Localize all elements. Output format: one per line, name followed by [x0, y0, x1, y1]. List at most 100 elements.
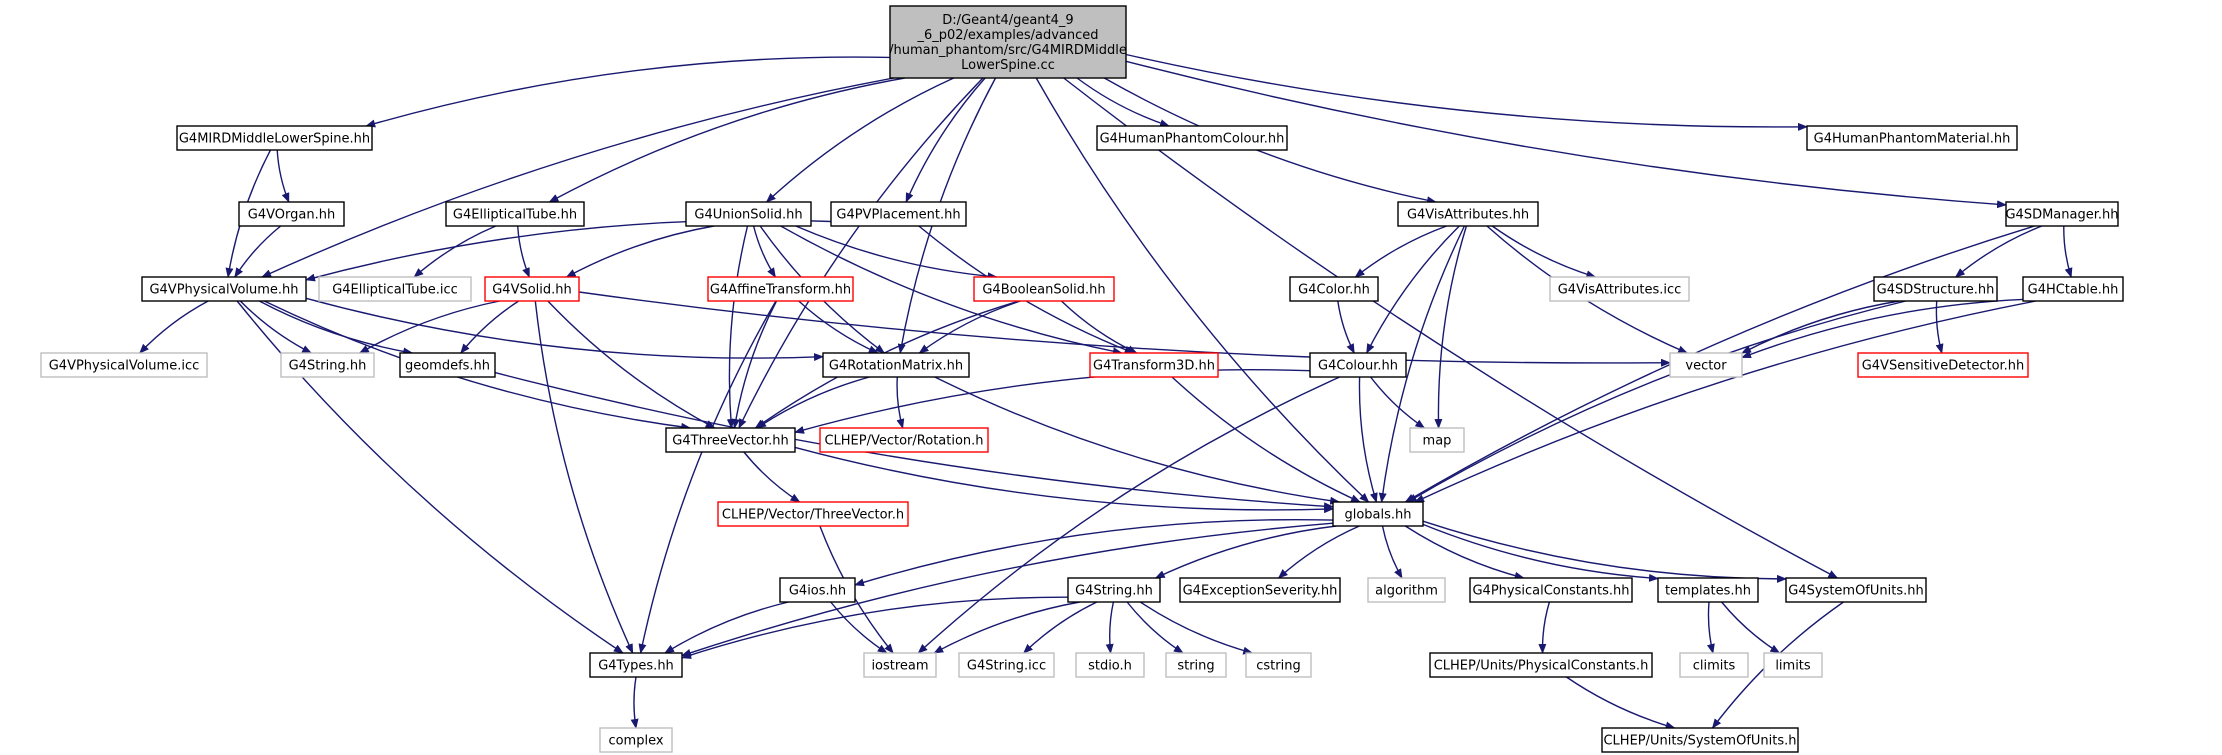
node-box[interactable]: [1429, 652, 1653, 678]
node-box[interactable]: [707, 276, 854, 302]
graph-node-ios[interactable]: G4ios.hh: [779, 577, 856, 603]
node-box[interactable]: [399, 352, 496, 378]
graph-node-geomdefs[interactable]: geomdefs.hh: [399, 352, 496, 378]
node-box[interactable]: [1397, 201, 1539, 227]
node-box[interactable]: [1409, 427, 1465, 453]
graph-node-colour[interactable]: G4Colour.hh: [1309, 352, 1407, 378]
node-box[interactable]: [40, 352, 208, 378]
graph-node-iostream[interactable]: iostream: [863, 652, 937, 678]
graph-node-g4string-icc[interactable]: G4String.icc: [958, 652, 1055, 678]
node-box[interactable]: [665, 427, 796, 453]
node-box[interactable]: [2005, 201, 2119, 227]
graph-node-elltube[interactable]: G4EllipticalTube.hh: [445, 201, 585, 227]
node-box[interactable]: [1679, 652, 1749, 678]
node-box[interactable]: [1806, 125, 2018, 151]
node-box[interactable]: [863, 652, 937, 678]
node-box[interactable]: [599, 727, 673, 753]
graph-node-sdmgr[interactable]: G4SDManager.hh: [2005, 201, 2119, 227]
node-box[interactable]: [1245, 652, 1312, 678]
node-box[interactable]: [717, 501, 909, 527]
graph-node-climits[interactable]: climits: [1679, 652, 1749, 678]
graph-node-rotmat[interactable]: G4RotationMatrix.hh: [822, 352, 970, 378]
graph-node-sysunits[interactable]: G4SystemOfUnits.hh: [1785, 577, 1927, 603]
graph-node-threevector-h[interactable]: CLHEP/Vector/ThreeVector.h: [717, 501, 909, 527]
graph-node-algorithm[interactable]: algorithm: [1367, 577, 1446, 603]
graph-node-pvplace[interactable]: G4PVPlacement.hh: [830, 201, 967, 227]
node-box[interactable]: [484, 276, 580, 302]
node-box[interactable]: [238, 201, 345, 227]
graph-node-visattr[interactable]: G4VisAttributes.hh: [1397, 201, 1539, 227]
node-box[interactable]: [1367, 577, 1446, 603]
node-box[interactable]: [1669, 352, 1743, 378]
node-box[interactable]: [589, 652, 683, 678]
node-box[interactable]: [176, 125, 373, 151]
graph-node-elltube-icc[interactable]: G4EllipticalTube.icc: [318, 276, 472, 302]
node-box[interactable]: [1179, 577, 1341, 603]
node-box[interactable]: [1857, 352, 2029, 378]
graph-node-boolean[interactable]: G4BooleanSolid.hh: [973, 276, 1115, 302]
graph-node-cstring[interactable]: cstring: [1245, 652, 1312, 678]
node-box[interactable]: [1549, 276, 1690, 302]
graph-node-visattr-icc[interactable]: G4VisAttributes.icc: [1549, 276, 1690, 302]
graph-node-complex[interactable]: complex: [599, 727, 673, 753]
node-box[interactable]: [779, 577, 856, 603]
node-box[interactable]: [445, 201, 585, 227]
node-box[interactable]: [1309, 352, 1407, 378]
graph-node-map[interactable]: map: [1409, 427, 1465, 453]
node-box[interactable]: [1601, 727, 1799, 753]
graph-node-string[interactable]: string: [1165, 652, 1227, 678]
node-box[interactable]: [1469, 577, 1633, 603]
graph-node-threevec[interactable]: G4ThreeVector.hh: [665, 427, 796, 453]
graph-node-templates[interactable]: templates.hh: [1657, 577, 1759, 603]
graph-node-color[interactable]: G4Color.hh: [1289, 276, 1379, 302]
graph-node-globals[interactable]: globals.hh: [1332, 501, 1424, 527]
node-box[interactable]: [973, 276, 1115, 302]
node-box[interactable]: [1096, 125, 1288, 151]
graph-node-g4string2[interactable]: G4String.hh: [1067, 577, 1161, 603]
graph-node-union[interactable]: G4UnionSolid.hh: [685, 201, 812, 227]
node-box[interactable]: [958, 652, 1055, 678]
node-box[interactable]: [1763, 652, 1823, 678]
node-box[interactable]: [830, 201, 967, 227]
node-box[interactable]: [1165, 652, 1227, 678]
node-box[interactable]: [819, 427, 989, 453]
graph-node-colour-hp[interactable]: G4HumanPhantomColour.hh: [1096, 125, 1288, 151]
node-box[interactable]: [280, 352, 375, 378]
graph-node-root[interactable]: D:/Geant4/geant4_9_6_p02/examples/advanc…: [889, 5, 1127, 79]
node-box[interactable]: [1089, 352, 1219, 378]
graph-node-g4string[interactable]: G4String.hh: [280, 352, 375, 378]
graph-node-clhep-sysunits[interactable]: CLHEP/Units/SystemOfUnits.h: [1601, 727, 1799, 753]
graph-node-vsolid[interactable]: G4VSolid.hh: [484, 276, 580, 302]
node-box[interactable]: [1657, 577, 1759, 603]
graph-node-sdstruct[interactable]: G4SDStructure.hh: [1873, 276, 1998, 302]
graph-node-physconst[interactable]: G4PhysicalConstants.hh: [1469, 577, 1633, 603]
graph-node-vsensdet[interactable]: G4VSensitiveDetector.hh: [1857, 352, 2029, 378]
node-box[interactable]: [1873, 276, 1998, 302]
graph-node-rotation-h[interactable]: CLHEP/Vector/Rotation.h: [819, 427, 989, 453]
graph-node-vector[interactable]: vector: [1669, 352, 1743, 378]
node-box[interactable]: [822, 352, 970, 378]
node-box[interactable]: [1332, 501, 1424, 527]
node-box[interactable]: [685, 201, 812, 227]
graph-node-stdio[interactable]: stdio.h: [1075, 652, 1145, 678]
node-box[interactable]: [1075, 652, 1145, 678]
node-box[interactable]: [1289, 276, 1379, 302]
graph-node-mirdspine[interactable]: G4MIRDMiddleLowerSpine.hh: [176, 125, 373, 151]
node-box[interactable]: [889, 5, 1127, 79]
node-box[interactable]: [318, 276, 472, 302]
graph-node-clhep-physconst[interactable]: CLHEP/Units/PhysicalConstants.h: [1429, 652, 1653, 678]
graph-node-affine[interactable]: G4AffineTransform.hh: [707, 276, 854, 302]
node-box[interactable]: [2022, 276, 2124, 302]
node-box[interactable]: [1785, 577, 1927, 603]
node-box[interactable]: [141, 276, 307, 302]
node-box[interactable]: [1067, 577, 1161, 603]
graph-node-limits[interactable]: limits: [1763, 652, 1823, 678]
graph-node-material-hp[interactable]: G4HumanPhantomMaterial.hh: [1806, 125, 2018, 151]
graph-node-vpv-icc[interactable]: G4VPhysicalVolume.icc: [40, 352, 208, 378]
graph-node-excsev[interactable]: G4ExceptionSeverity.hh: [1179, 577, 1341, 603]
graph-node-transform3d[interactable]: G4Transform3D.hh: [1089, 352, 1219, 378]
graph-node-vpv[interactable]: G4VPhysicalVolume.hh: [141, 276, 307, 302]
graph-node-vorgan[interactable]: G4VOrgan.hh: [238, 201, 345, 227]
graph-node-types[interactable]: G4Types.hh: [589, 652, 683, 678]
graph-node-hctable[interactable]: G4HCtable.hh: [2022, 276, 2124, 302]
